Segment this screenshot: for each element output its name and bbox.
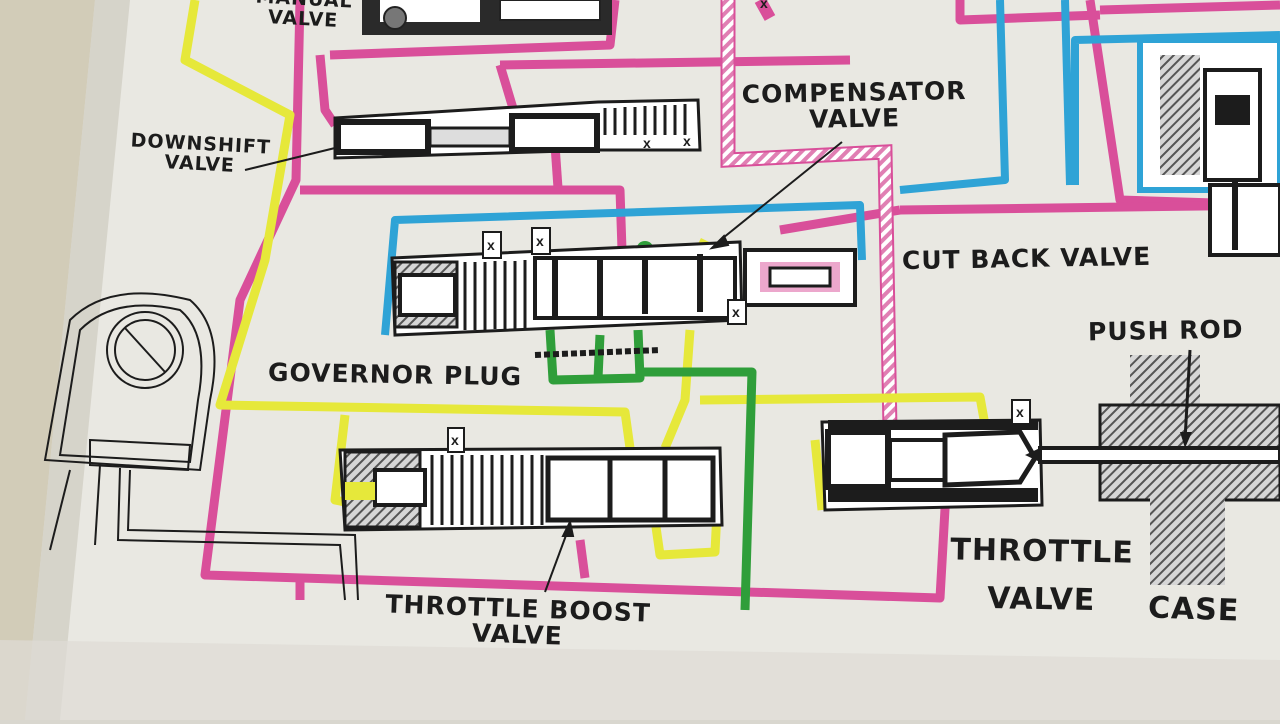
yellow-throttle-lines xyxy=(180,0,990,560)
compensator-feed-line xyxy=(720,0,898,431)
page-shadow xyxy=(25,0,130,720)
marker-2: x xyxy=(536,233,544,249)
downshift-valve-body xyxy=(333,98,702,160)
label-manual-valve: MANUAL VALVE xyxy=(254,0,353,32)
pink-pressure-lines xyxy=(200,0,1280,603)
governor-valve-body xyxy=(390,240,857,358)
label-cut-back-valve: CUT BACK VALVE xyxy=(901,241,1152,276)
label-throttle-valve-line2: VALVE xyxy=(986,581,1096,618)
push-rod-and-case xyxy=(1025,349,1280,585)
page-binding-edge xyxy=(0,0,95,720)
label-case: CASE xyxy=(1147,590,1240,629)
x-markers: x x x x x x x x xyxy=(447,0,1031,453)
label-governor-plug: GOVERNOR PLUG xyxy=(267,357,523,392)
page-bottom-shade xyxy=(0,640,1280,720)
label-throttle-valve: THROTTLE VALVE xyxy=(949,526,1134,625)
label-throttle-boost-valve: THROTTLE BOOST VALVE xyxy=(384,589,651,653)
marker-1: x xyxy=(487,237,495,253)
marker-4: x xyxy=(451,432,459,448)
marker-5: x xyxy=(1016,404,1024,420)
label-compensator-valve-line2: VALVE xyxy=(808,103,901,135)
upper-right-valve-assembly xyxy=(1137,37,1280,257)
manual-valve-body xyxy=(362,0,612,35)
marker-7: x xyxy=(683,133,691,149)
throttle-valve-body xyxy=(820,418,1044,512)
marker-8: x xyxy=(760,0,768,11)
green-lines xyxy=(545,329,757,611)
governor-assembly-drawing xyxy=(43,292,359,601)
leader-lines xyxy=(244,141,843,593)
blue-governor-lines xyxy=(381,0,1280,336)
marker-3: x xyxy=(732,304,740,320)
throttle-boost-valve-body xyxy=(338,446,724,532)
label-downshift-valve: DOWNSHIFT VALVE xyxy=(129,129,271,178)
marker-6: x xyxy=(643,135,651,151)
label-compensator-valve: COMPENSATOR VALVE xyxy=(742,76,968,135)
label-push-rod: PUSH ROD xyxy=(1087,314,1244,347)
label-throttle-valve-line1: THROTTLE xyxy=(950,532,1135,571)
